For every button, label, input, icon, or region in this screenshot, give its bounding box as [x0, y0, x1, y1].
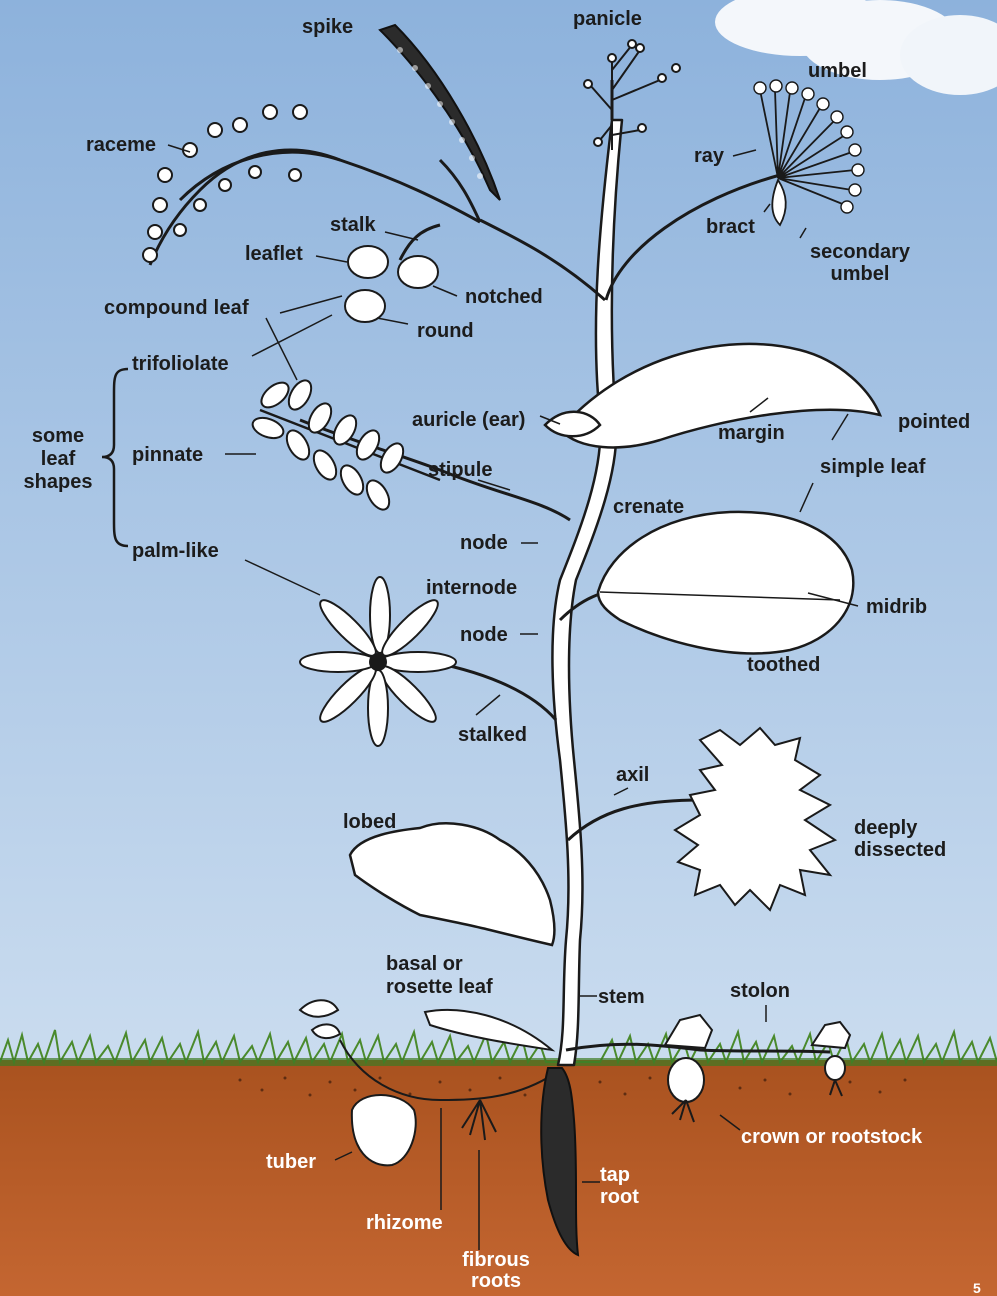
label-deeply-dissected: deeply dissected — [854, 817, 946, 861]
label-secondary-umbel-line1: secondary — [810, 241, 910, 263]
label-secondary-umbel: secondary umbel — [798, 241, 922, 285]
label-pinnate: pinnate — [132, 444, 203, 466]
page-number: 5 — [973, 1280, 981, 1296]
label-ray: ray — [694, 145, 724, 167]
label-compound-leaf: compound leaf — [104, 297, 249, 319]
label-tuber: tuber — [266, 1151, 316, 1173]
label-auricle: auricle (ear) — [412, 409, 525, 431]
label-deeply-dissected-line2: dissected — [854, 839, 946, 861]
label-crenate: crenate — [613, 496, 684, 518]
label-basal-rosette-leaf: basal or rosette leaf — [386, 953, 493, 999]
label-basal-line1: basal or — [386, 953, 463, 975]
label-notched: notched — [465, 286, 543, 308]
label-stem: stem — [598, 986, 645, 1008]
label-fibrous-line1: fibrous — [462, 1249, 530, 1271]
label-fibrous-roots: fibrous roots — [456, 1250, 536, 1292]
label-raceme: raceme — [86, 134, 156, 156]
label-tap-root-line2: root — [600, 1186, 639, 1208]
label-leaflet: leaflet — [245, 243, 303, 265]
label-pointed: pointed — [898, 411, 970, 433]
leaf-shapes-brace — [98, 365, 134, 550]
label-internode: internode — [426, 577, 517, 599]
label-toothed: toothed — [747, 654, 820, 676]
palm-like-leaf — [300, 577, 456, 746]
label-basal-line2: rosette leaf — [386, 976, 493, 998]
label-panicle: panicle — [573, 8, 642, 30]
label-crown-rootstock: crown or rootstock — [741, 1126, 922, 1148]
label-simple-leaf: simple leaf — [820, 456, 926, 478]
label-axil: axil — [616, 764, 649, 786]
label-stalk: stalk — [330, 214, 376, 236]
label-tap-root-line1: tap — [600, 1164, 630, 1186]
label-stipule: stipule — [428, 459, 492, 481]
label-palm-like: palm-like — [132, 540, 219, 562]
label-some-leaf-shapes-line2: leaf — [41, 448, 75, 470]
label-trifoliolate: trifoliolate — [132, 353, 229, 375]
label-stalked: stalked — [458, 724, 527, 746]
label-umbel: umbel — [808, 60, 867, 82]
label-round: round — [417, 320, 474, 342]
label-secondary-umbel-line2: umbel — [831, 263, 890, 285]
label-fibrous-line2: roots — [471, 1270, 521, 1292]
label-some-leaf-shapes-line3: shapes — [24, 471, 93, 493]
label-bract: bract — [706, 216, 755, 238]
label-lobed: lobed — [343, 811, 396, 833]
label-node-upper: node — [460, 532, 508, 554]
label-deeply-dissected-line1: deeply — [854, 817, 917, 839]
label-some-leaf-shapes-line1: some — [32, 425, 84, 447]
label-tap-root: tap root — [600, 1164, 639, 1208]
label-midrib: midrib — [866, 596, 927, 618]
label-rhizome: rhizome — [366, 1212, 443, 1234]
label-node-lower: node — [460, 624, 508, 646]
label-margin: margin — [718, 422, 785, 444]
label-stolon: stolon — [730, 980, 790, 1002]
label-spike: spike — [302, 16, 353, 38]
label-some-leaf-shapes: some leaf shapes — [18, 425, 98, 494]
